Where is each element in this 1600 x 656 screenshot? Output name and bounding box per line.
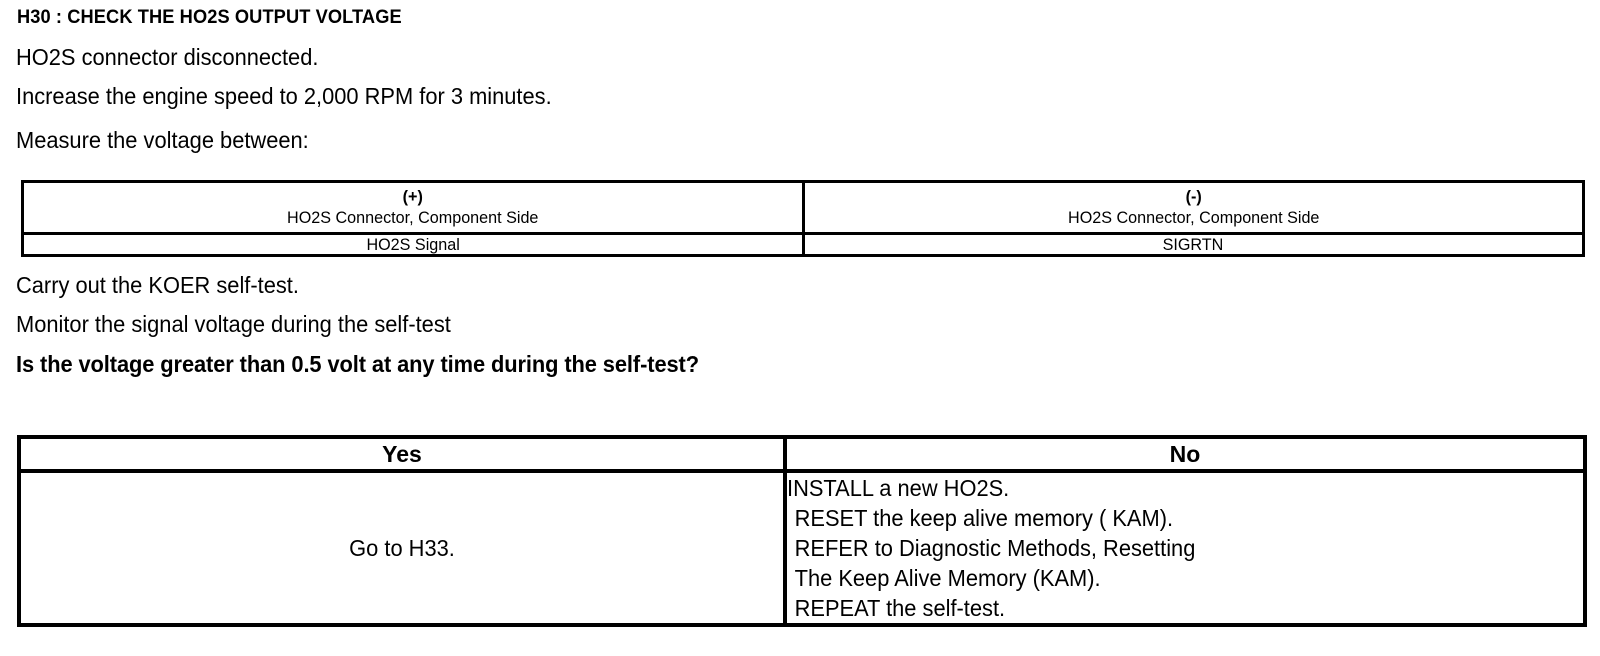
pin-value-cell-positive: HO2S Signal [21,232,805,257]
decision-table: Yes No Go to H33. INSTALL a new HO2S. RE… [17,435,1587,627]
measurement-pin-table: (+) HO2S Connector, Component Side (-) H… [21,180,1585,257]
pin-value-positive: HO2S Signal [366,235,460,254]
table-row: Yes No [17,435,1587,473]
pin-header-cell-negative: (-) HO2S Connector, Component Side [801,180,1585,235]
list-item: REFER to Diagnostic Methods, Resetting [794,535,1196,561]
pin-value-negative: SIGRTN [1162,235,1224,254]
pin-polarity-positive: (+) [402,187,423,206]
decision-cell-no: INSTALL a new HO2S. RESET the keep alive… [783,469,1587,627]
instruction-line-measure-voltage: Measure the voltage between: [16,127,309,153]
list-item: RESET the keep alive memory ( KAM). [794,505,1174,531]
decision-header-no: No [783,435,1587,473]
instruction-line-koer-self-test: Carry out the KOER self-test. [16,272,299,298]
pin-polarity-negative: (-) [1185,187,1202,206]
instruction-line-connector-disconnected: HO2S connector disconnected. [16,44,319,70]
list-item: The Keep Alive Memory (KAM). [794,565,1101,591]
pin-value-cell-negative: SIGRTN [801,232,1585,257]
decision-header-yes: Yes [17,435,787,473]
diagnostic-question: Is the voltage greater than 0.5 volt at … [16,351,700,377]
pin-description-negative: HO2S Connector, Component Side [1067,208,1319,227]
no-branch-action-list: INSTALL a new HO2S. RESET the keep alive… [787,473,1583,623]
list-item: INSTALL a new HO2S. [787,475,1010,501]
table-row: HO2S Signal SIGRTN [21,232,1585,257]
yes-branch-action: Go to H33. [349,534,455,561]
table-row: (+) HO2S Connector, Component Side (-) H… [21,180,1585,235]
decision-cell-yes: Go to H33. [17,469,787,627]
pin-header-cell-positive: (+) HO2S Connector, Component Side [21,180,805,235]
instruction-line-engine-speed: Increase the engine speed to 2,000 RPM f… [16,83,552,109]
list-item: REPEAT the self-test. [794,595,1006,621]
pin-description-positive: HO2S Connector, Component Side [287,208,539,227]
instruction-line-monitor-signal-voltage: Monitor the signal voltage during the se… [16,311,451,337]
table-row: Go to H33. INSTALL a new HO2S. RESET the… [17,469,1587,627]
page-title: H30 : CHECK THE HO2S OUTPUT VOLTAGE [17,7,402,28]
